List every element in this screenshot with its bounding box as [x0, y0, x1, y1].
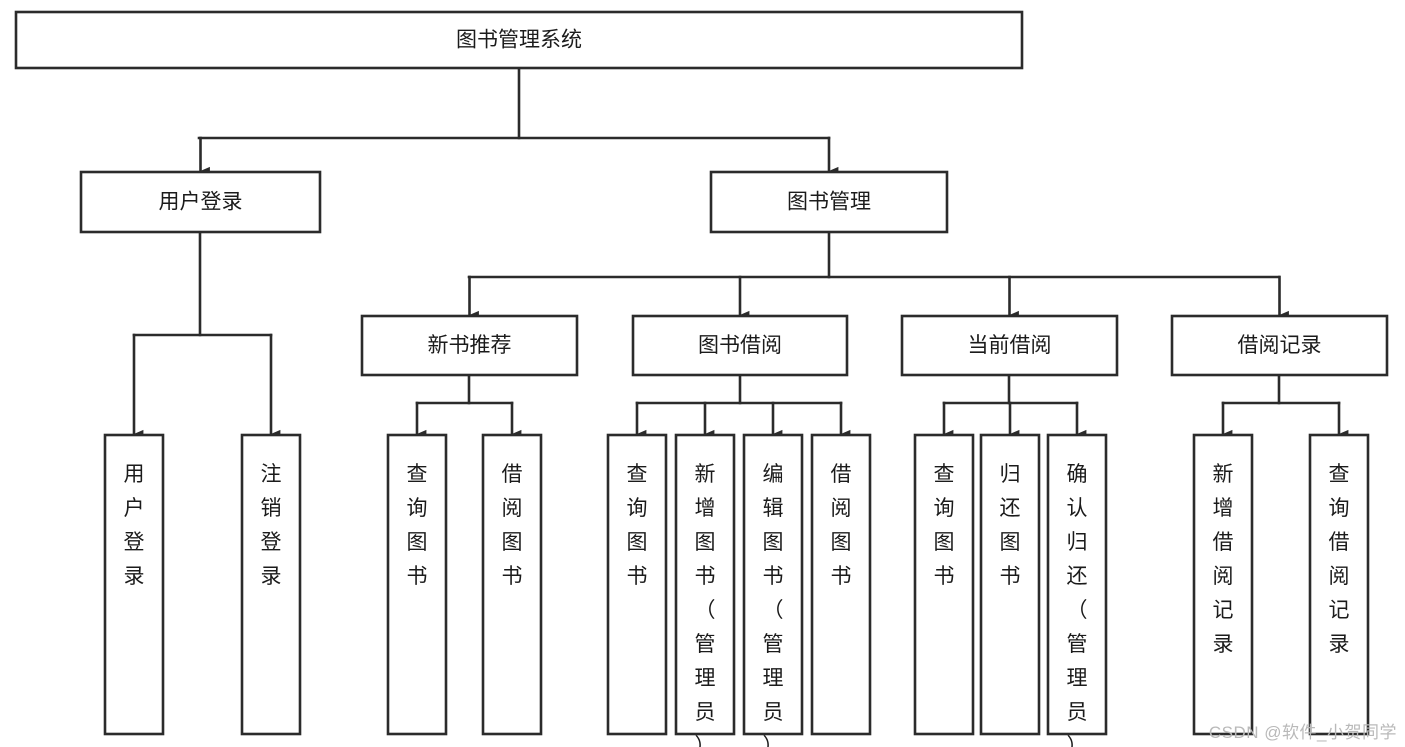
node-label-leaf-query-book-borrow: 查询图书	[627, 463, 648, 588]
node-label-leaf-query-book-recommend: 查询图书	[407, 463, 428, 588]
node-box-leaf-query-borrow-record	[1308, 433, 1370, 736]
nodes-layer: 图书管理系统用户登录图书管理新书推荐图书借阅当前借阅借阅记录用户登录注销登录查询…	[14, 10, 1389, 747]
node-label-new-book-recommend: 新书推荐	[428, 334, 512, 357]
node-box-user-login	[79, 170, 322, 234]
node-leaf-return-book[interactable]: 归还图书	[979, 433, 1041, 736]
node-root[interactable]: 图书管理系统	[14, 10, 1024, 70]
node-label-leaf-add-book-admin: 新增图书（管理员）	[695, 463, 716, 747]
node-box-leaf-logout	[240, 433, 302, 736]
node-box-leaf-edit-book-admin	[742, 433, 804, 736]
node-box-book-management	[709, 170, 949, 234]
node-label-leaf-borrow-book: 借阅图书	[831, 463, 852, 588]
node-box-leaf-borrow-book	[810, 433, 872, 736]
node-box-leaf-confirm-return-admin	[1046, 433, 1108, 736]
node-box-new-book-recommend	[360, 314, 579, 377]
node-leaf-query-book-recommend[interactable]: 查询图书	[386, 433, 448, 736]
node-borrow-record[interactable]: 借阅记录	[1170, 314, 1389, 377]
node-box-leaf-add-borrow-record	[1192, 433, 1254, 736]
node-box-leaf-return-book	[979, 433, 1041, 736]
node-box-leaf-user-login	[103, 433, 165, 736]
node-book-management[interactable]: 图书管理	[709, 170, 949, 234]
node-new-book-recommend[interactable]: 新书推荐	[360, 314, 579, 377]
node-label-leaf-edit-book-admin: 编辑图书（管理员）	[763, 463, 784, 747]
node-box-book-borrow	[631, 314, 849, 377]
node-label-book-borrow: 图书借阅	[698, 334, 782, 357]
node-box-leaf-borrow-book-recommend	[481, 433, 543, 736]
node-label-user-login: 用户登录	[159, 191, 243, 214]
node-box-current-borrow	[900, 314, 1119, 377]
node-label-leaf-return-book: 归还图书	[1000, 463, 1021, 588]
node-label-current-borrow: 当前借阅	[968, 334, 1052, 357]
node-label-borrow-record: 借阅记录	[1238, 334, 1322, 357]
node-label-leaf-borrow-book-recommend: 借阅图书	[502, 463, 523, 588]
node-label-leaf-logout: 注销登录	[261, 463, 282, 588]
node-leaf-user-login[interactable]: 用户登录	[103, 433, 165, 736]
node-label-leaf-confirm-return-admin: 确认归还（管理员）	[1067, 463, 1088, 747]
node-label-leaf-user-login: 用户登录	[124, 463, 145, 588]
connectors-layer	[132, 66, 1349, 439]
node-box-leaf-query-book-current	[913, 433, 975, 736]
node-leaf-borrow-book[interactable]: 借阅图书	[810, 433, 872, 736]
node-label-book-management: 图书管理	[787, 191, 871, 214]
node-leaf-query-book-borrow[interactable]: 查询图书	[606, 433, 668, 736]
node-leaf-add-borrow-record[interactable]: 新增借阅记录	[1192, 433, 1254, 736]
node-current-borrow[interactable]: 当前借阅	[900, 314, 1119, 377]
node-book-borrow[interactable]: 图书借阅	[631, 314, 849, 377]
node-leaf-logout[interactable]: 注销登录	[240, 433, 302, 736]
node-leaf-query-book-current[interactable]: 查询图书	[913, 433, 975, 736]
node-leaf-confirm-return-admin[interactable]: 确认归还（管理员）	[1046, 433, 1108, 747]
node-box-borrow-record	[1170, 314, 1389, 377]
node-label-root: 图书管理系统	[456, 29, 582, 52]
node-leaf-borrow-book-recommend[interactable]: 借阅图书	[481, 433, 543, 736]
node-box-leaf-query-book-recommend	[386, 433, 448, 736]
node-label-leaf-query-borrow-record: 查询借阅记录	[1329, 463, 1350, 656]
node-user-login[interactable]: 用户登录	[79, 170, 322, 234]
node-leaf-edit-book-admin[interactable]: 编辑图书（管理员）	[742, 433, 804, 747]
node-label-leaf-add-borrow-record: 新增借阅记录	[1213, 463, 1234, 656]
node-box-leaf-add-book-admin	[674, 433, 736, 736]
node-leaf-add-book-admin[interactable]: 新增图书（管理员）	[674, 433, 736, 747]
node-box-leaf-query-book-borrow	[606, 433, 668, 736]
node-label-leaf-query-book-current: 查询图书	[934, 463, 955, 588]
node-box-root	[14, 10, 1024, 70]
node-leaf-query-borrow-record[interactable]: 查询借阅记录	[1308, 433, 1370, 736]
